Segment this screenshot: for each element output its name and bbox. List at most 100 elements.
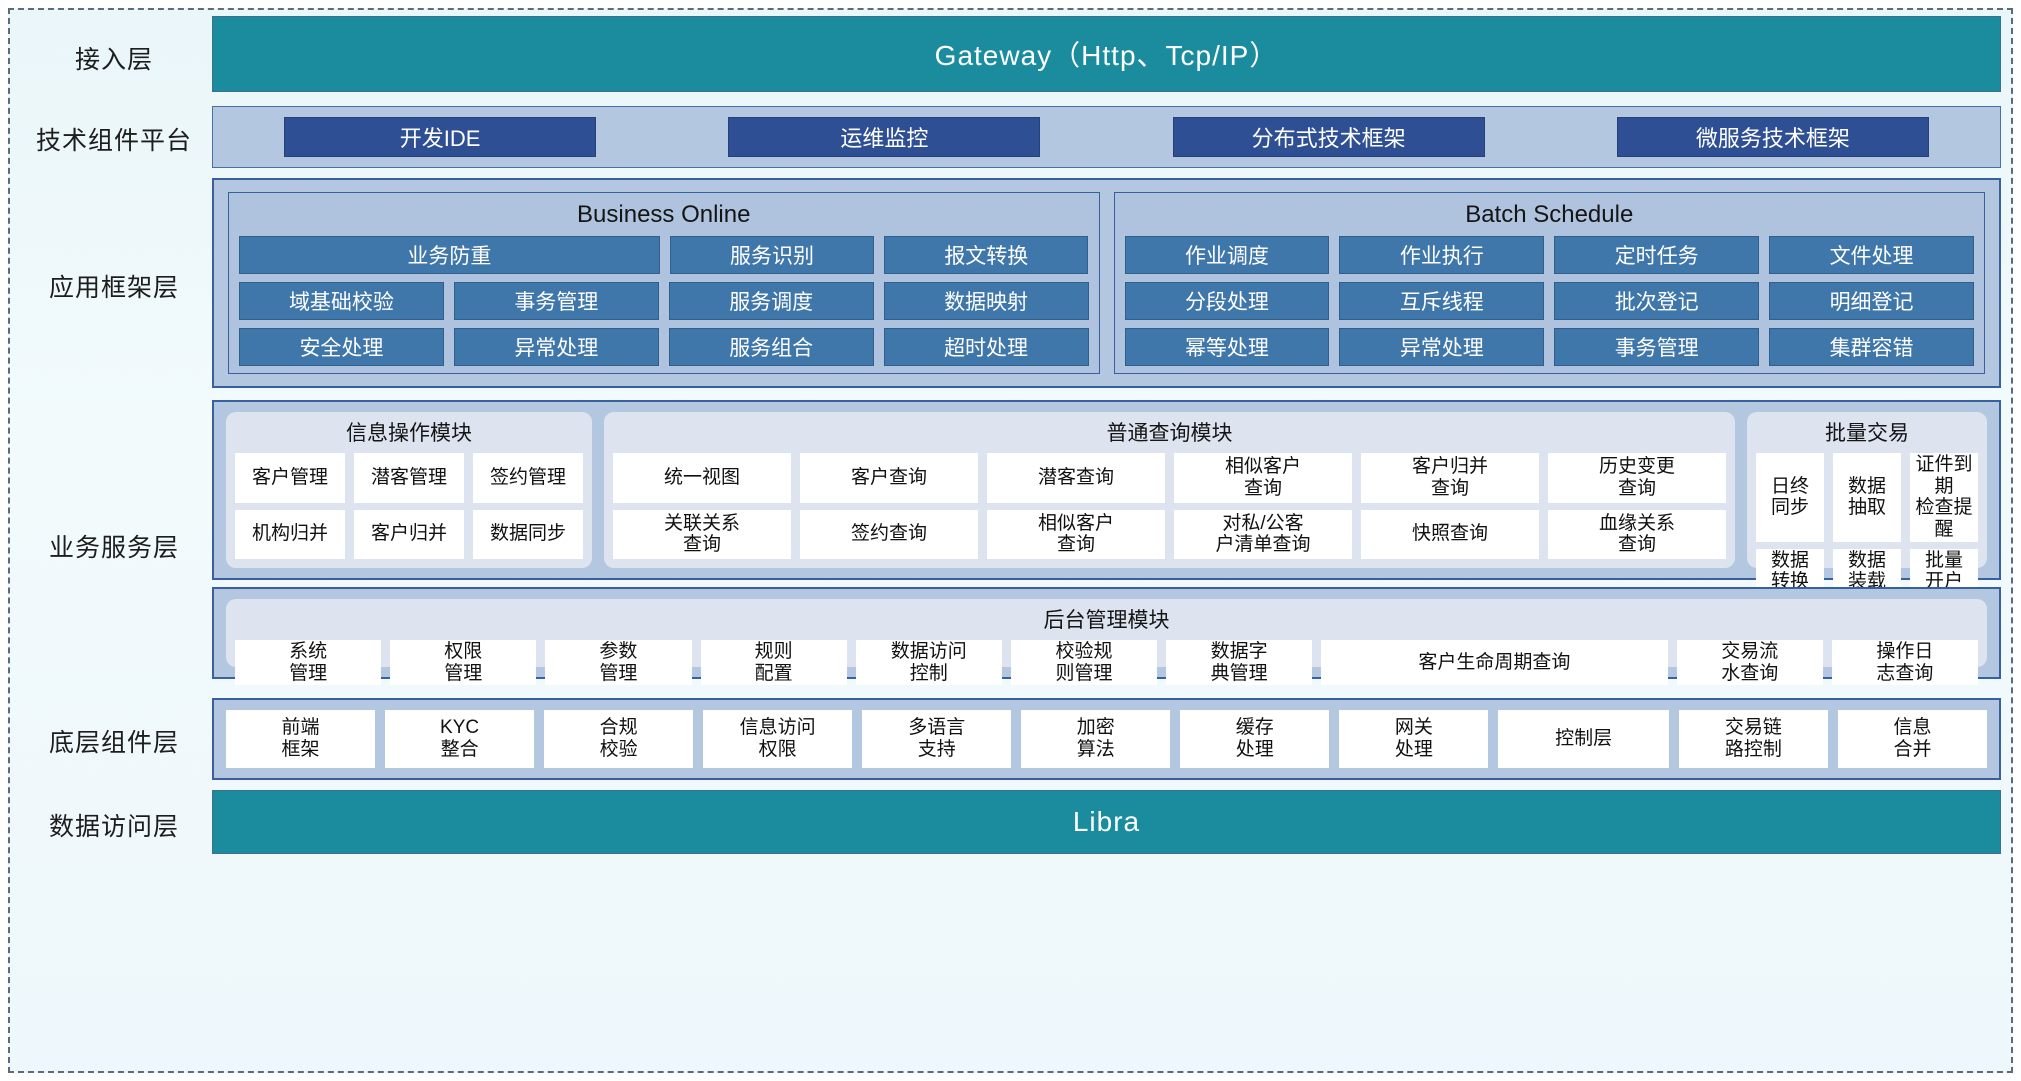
app-group-business-online: Business Online 业务防重 服务识别 报文转换 域基础校验 事务管…	[228, 192, 1100, 374]
app-box-transaction-mgmt-batch[interactable]: 事务管理	[1554, 328, 1760, 366]
app-framework-band: Business Online 业务防重 服务识别 报文转换 域基础校验 事务管…	[212, 178, 2001, 388]
svc-prospect-query[interactable]: 潜客查询	[987, 453, 1165, 503]
app-box-mutex-thread[interactable]: 互斥线程	[1339, 282, 1545, 320]
app-box-transaction-mgmt[interactable]: 事务管理	[453, 282, 659, 320]
app-box-cluster-fault-tolerance[interactable]: 集群容错	[1769, 328, 1974, 366]
svc-customer-merge-query[interactable]: 客户归并查询	[1361, 453, 1539, 503]
admin-rule-config[interactable]: 规则配置	[700, 640, 847, 686]
module-title-batch-transaction: 批量交易	[1825, 422, 1909, 445]
svc-contract-mgmt[interactable]: 签约管理	[473, 453, 583, 503]
module-row: 客户管理 潜客管理 签约管理	[235, 453, 583, 503]
admin-data-dictionary-mgmt[interactable]: 数据字典管理	[1166, 640, 1313, 686]
svc-similar-customer-query[interactable]: 相似客户查询	[1174, 453, 1352, 503]
tech-item-ide[interactable]: 开发IDE	[284, 117, 597, 157]
module-info-operation: 信息操作模块 客户管理 潜客管理 签约管理 机构归并 客户归并	[226, 412, 592, 568]
app-box-security-handling[interactable]: 安全处理	[239, 328, 444, 366]
comp-control-layer[interactable]: 控制层	[1498, 710, 1669, 768]
svc-data-extract[interactable]: 数据抽取	[1833, 453, 1901, 542]
app-row: 分段处理 互斥线程 批次登记 明细登记	[1124, 282, 1974, 320]
app-box-file-processing[interactable]: 文件处理	[1769, 236, 1974, 274]
comp-transaction-link-control[interactable]: 交易链路控制	[1678, 710, 1828, 768]
app-box-timeout-handling[interactable]: 超时处理	[883, 328, 1089, 366]
svc-data-sync[interactable]: 数据同步	[473, 509, 583, 559]
svc-unified-view[interactable]: 统一视图	[613, 453, 791, 503]
comp-encryption-algorithm[interactable]: 加密算法	[1021, 710, 1171, 768]
tech-platform-band: 开发IDE 运维监控 分布式技术框架 微服务技术框架	[212, 106, 2001, 168]
app-box-exception-handling-batch[interactable]: 异常处理	[1339, 328, 1545, 366]
admin-operation-log-query[interactable]: 操作日志查询	[1831, 640, 1978, 686]
app-box-batch-registration[interactable]: 批次登记	[1554, 282, 1760, 320]
gateway-bar: Gateway（Http、Tcp/IP）	[212, 16, 2001, 92]
svc-snapshot-query[interactable]: 快照查询	[1361, 509, 1539, 559]
libra-bar: Libra	[212, 790, 2001, 854]
svc-batch-account-open[interactable]: 批量开户	[1910, 548, 1978, 594]
comp-frontend-framework[interactable]: 前端框架	[226, 710, 376, 768]
admin-system-mgmt[interactable]: 系统管理	[235, 640, 382, 686]
module-row: 关联关系查询 签约查询 相似客户查询 对私/公客户清单查询 快照查询 血缘关系查…	[613, 509, 1726, 559]
admin-permission-mgmt[interactable]: 权限管理	[390, 640, 537, 686]
app-box-data-mapping[interactable]: 数据映射	[883, 282, 1089, 320]
svc-history-change-query[interactable]: 历史变更查询	[1548, 453, 1726, 503]
app-box-service-identify[interactable]: 服务识别	[669, 236, 875, 274]
app-box-business-dedup[interactable]: 业务防重	[239, 236, 660, 274]
comp-multilanguage-support[interactable]: 多语言支持	[862, 710, 1012, 768]
admin-parameter-mgmt[interactable]: 参数管理	[545, 640, 692, 686]
comp-cache-processing[interactable]: 缓存处理	[1180, 710, 1330, 768]
app-box-message-convert[interactable]: 报文转换	[884, 236, 1089, 274]
svc-contract-query[interactable]: 签约查询	[800, 509, 978, 559]
admin-validation-rule-mgmt[interactable]: 校验规则管理	[1010, 640, 1158, 686]
app-box-detail-registration[interactable]: 明细登记	[1769, 282, 1974, 320]
app-group-title-batch-schedule: Batch Schedule	[1465, 201, 1634, 228]
svc-customer-merge[interactable]: 客户归并	[354, 509, 464, 559]
comp-info-merge[interactable]: 信息合并	[1837, 710, 1987, 768]
layer-label-business-service: 业务服务层	[48, 534, 179, 562]
app-box-job-execute[interactable]: 作业执行	[1339, 236, 1545, 274]
layer-label-access: 接入层	[74, 46, 153, 74]
app-box-timed-task[interactable]: 定时任务	[1554, 236, 1760, 274]
layer-label-tech-platform: 技术组件平台	[35, 127, 192, 155]
app-box-idempotent-handling[interactable]: 幂等处理	[1124, 328, 1330, 366]
app-row: 安全处理 异常处理 服务组合 超时处理	[239, 328, 1089, 366]
app-box-job-schedule[interactable]: 作业调度	[1124, 236, 1330, 274]
app-box-segment-processing[interactable]: 分段处理	[1124, 282, 1330, 320]
admin-data-access-control[interactable]: 数据访问控制	[855, 640, 1002, 686]
comp-compliance-check[interactable]: 合规校验	[544, 710, 694, 768]
module-title-general-query: 普通查询模块	[1106, 422, 1233, 445]
svc-org-merge[interactable]: 机构归并	[235, 509, 345, 559]
tech-item-ops-monitor[interactable]: 运维监控	[728, 117, 1041, 157]
layer-label-component: 底层组件层	[48, 729, 179, 757]
admin-customer-lifecycle-query[interactable]: 客户生命周期查询	[1321, 640, 1668, 686]
app-row: 业务防重 服务识别 报文转换	[239, 236, 1089, 274]
svc-relationship-query[interactable]: 关联关系查询	[613, 509, 791, 559]
module-row: 日终同步 数据抽取 证件到期检查提醒	[1756, 453, 1978, 542]
tech-item-distributed-framework[interactable]: 分布式技术框架	[1172, 117, 1485, 157]
svc-private-corporate-list-query[interactable]: 对私/公客户清单查询	[1174, 509, 1352, 559]
app-box-domain-validate[interactable]: 域基础校验	[239, 282, 444, 320]
svc-id-expiry-reminder[interactable]: 证件到期检查提醒	[1910, 453, 1978, 542]
app-box-service-composition[interactable]: 服务组合	[668, 328, 874, 366]
module-batch-transaction: 批量交易 日终同步 数据抽取 证件到期检查提醒 数据转换 数据装载	[1747, 412, 1987, 594]
layer-label-data-access: 数据访问层	[48, 813, 179, 841]
svc-lineage-query[interactable]: 血缘关系查询	[1548, 509, 1726, 559]
svc-customer-mgmt[interactable]: 客户管理	[235, 453, 345, 503]
admin-transaction-flow-query[interactable]: 交易流水查询	[1676, 640, 1823, 686]
module-row: 统一视图 客户查询 潜客查询 相似客户查询 客户归并查询 历史变更查询	[613, 453, 1726, 503]
layer-label-app-framework: 应用框架层	[48, 274, 179, 302]
svc-similar-customer-query-2[interactable]: 相似客户查询	[987, 509, 1165, 559]
business-service-band-bottom: 后台管理模块 系统管理 权限管理 参数管理 规则配置 数据访问控制 校验规则管理…	[212, 587, 2001, 686]
app-box-exception-handling[interactable]: 异常处理	[453, 328, 659, 366]
layer-row-tech-platform: 技术组件平台 开发IDE 运维监控 分布式技术框架 微服务技术框架	[16, 106, 2001, 172]
business-service-band-top: 信息操作模块 客户管理 潜客管理 签约管理 机构归并 客户归并	[212, 400, 2001, 594]
svc-eod-sync[interactable]: 日终同步	[1756, 453, 1824, 542]
module-title-backend-admin: 后台管理模块	[1043, 609, 1170, 632]
tech-item-microservice-framework[interactable]: 微服务技术框架	[1616, 117, 1929, 157]
comp-info-access-permission[interactable]: 信息访问权限	[703, 710, 853, 768]
comp-gateway-processing[interactable]: 网关处理	[1339, 710, 1489, 768]
app-group-title-business-online: Business Online	[577, 201, 751, 228]
svc-customer-query[interactable]: 客户查询	[800, 453, 978, 503]
svc-prospect-mgmt[interactable]: 潜客管理	[354, 453, 464, 503]
app-box-service-dispatch[interactable]: 服务调度	[668, 282, 874, 320]
module-row: 系统管理 权限管理 参数管理 规则配置 数据访问控制 校验规则管理 数据字典管理…	[235, 640, 1978, 686]
